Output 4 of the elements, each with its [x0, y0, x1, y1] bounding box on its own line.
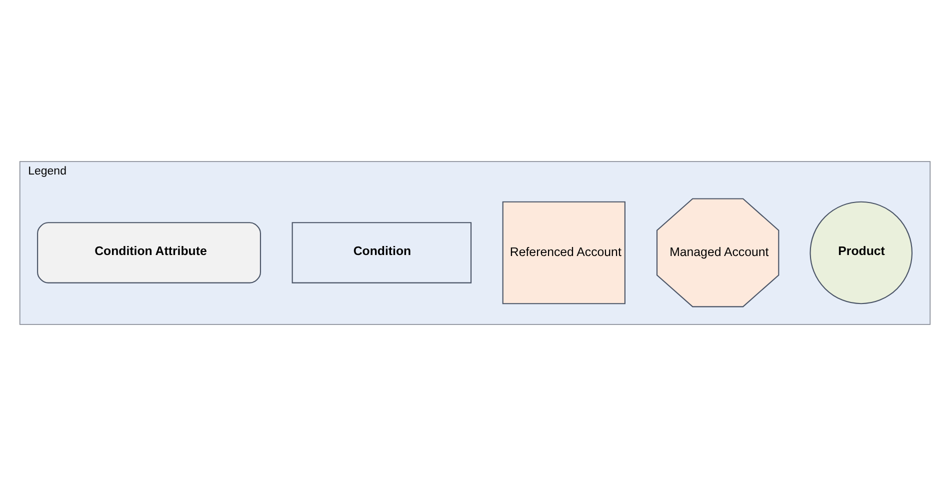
- node-circle: Product: [810, 201, 913, 304]
- node-box: Condition Attribute: [37, 222, 261, 284]
- node-box: Condition: [292, 222, 472, 284]
- node-box: Referenced Account: [502, 201, 626, 304]
